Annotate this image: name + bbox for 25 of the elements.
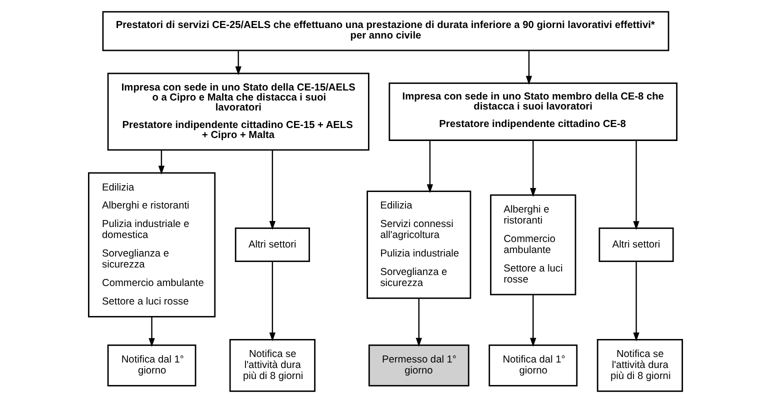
node-box: Altri settori [598, 228, 674, 262]
arrow [269, 150, 276, 230]
arrow [530, 140, 536, 197]
arrow [148, 316, 155, 347]
node-box: Permesso dal 1° giorno [368, 344, 470, 386]
arrow [633, 262, 640, 342]
arrow [269, 262, 276, 342]
node-box: Alberghi e ristoranti Commercio ambulante Settore a luci rosse [490, 194, 576, 296]
arrow [416, 298, 422, 347]
node-box: Impresa con sede in uno Stato membro della CE-8 che distacca i suoi lavoratori Prestatore indipendente cittadino CE-8 [388, 82, 678, 141]
node-box: Notifica dal 1° giorno [488, 344, 578, 386]
arrow [633, 140, 640, 230]
node-box: Edilizia Servizi connessi all'agricoltura Pulizia industriale Sorveglianza e sicurezza [366, 190, 472, 299]
node-box: Prestatori di servizi CE-25/AELS che effettuano una prestazione di durata inferiore a 90 giorni lavorativi effettivi* per anno civile [102, 11, 670, 52]
node-box: Notifica dal 1° giorno [107, 344, 196, 386]
node-box: Altri settori [234, 228, 310, 262]
arrow [526, 50, 532, 85]
arrow [158, 150, 165, 175]
node-box: Edilizia Alberghi e ristoranti Pulizia industriale e domestica Sorveglianza e sicurezza Commercio ambulante Settore a luci rosse [88, 172, 216, 318]
node-box: Notifica se l'attività dura più di 8 giorni [229, 338, 316, 392]
arrow [235, 50, 242, 76]
node-box: Impresa con sede in uno Stato della CE-15/AELS o a Cipro e Malta che distacca i suoi lavoratori Prestatore indipendente cittadino CE-15 + AELS + Cipro + Malta [107, 72, 370, 151]
node-box: Notifica se l'attività dura più di 8 giorni [596, 338, 683, 392]
arrow [426, 140, 434, 194]
arrow [530, 294, 536, 347]
